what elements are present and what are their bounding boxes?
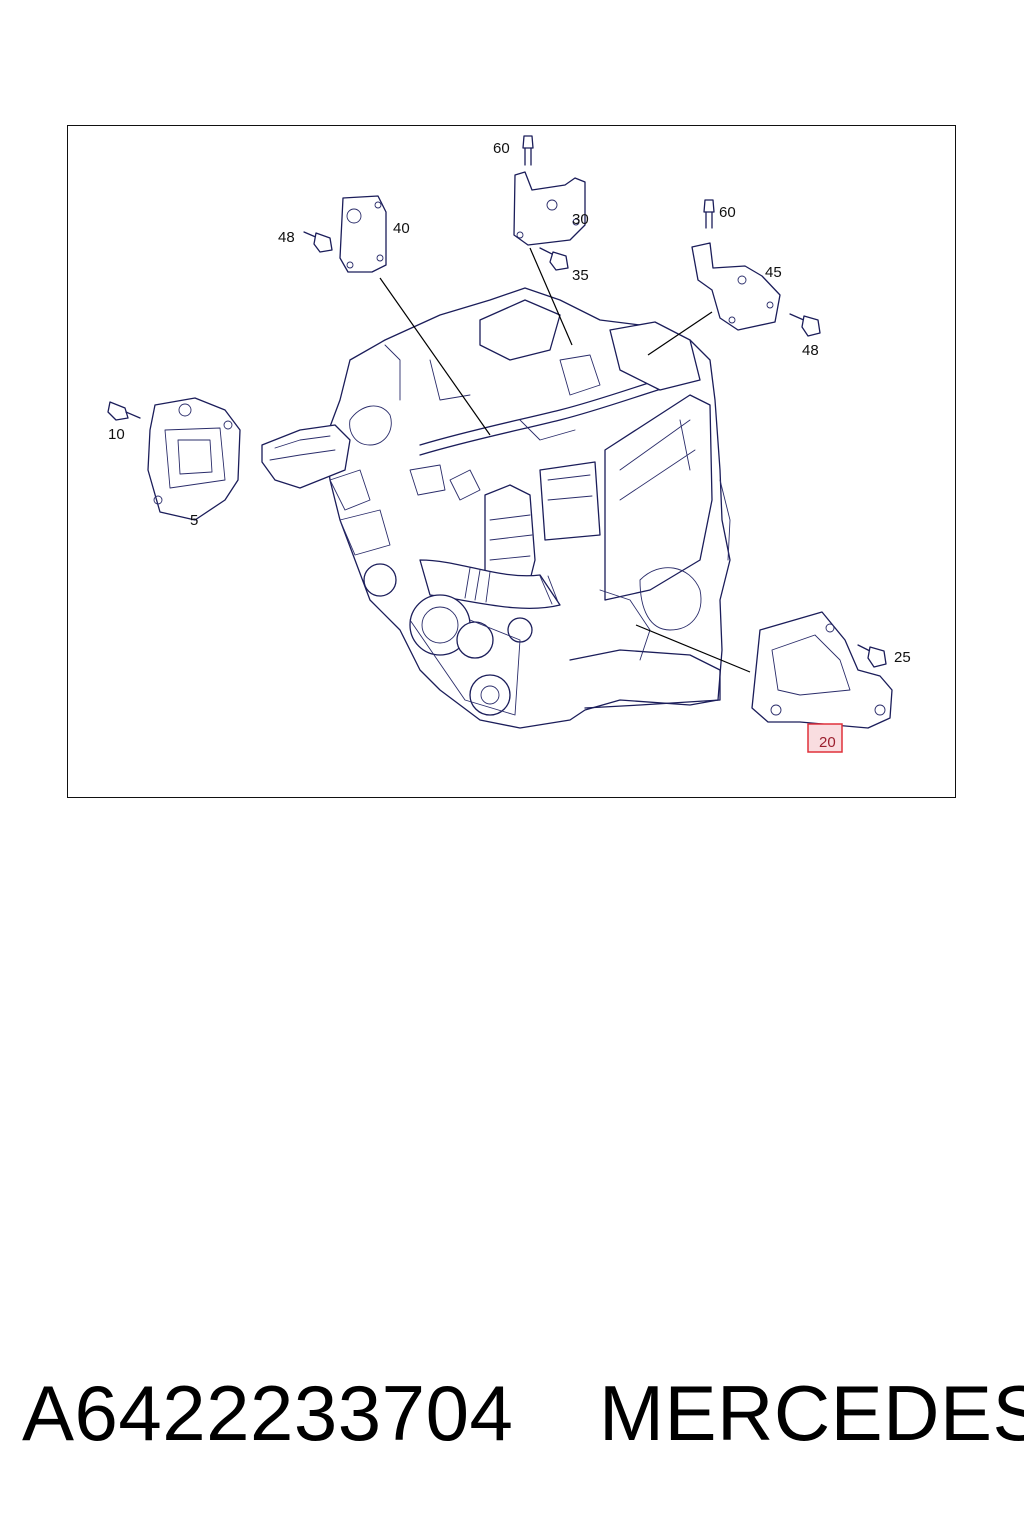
callout-60-right: 60 [719,204,736,221]
callout-20-highlighted: 20 [819,734,836,751]
callout-30: 30 [572,211,589,228]
callout-40: 40 [393,220,410,237]
brand-name: MERCEDES [599,1369,1024,1457]
callout-45: 45 [765,264,782,281]
part-48-bolt-upper [303,231,333,253]
leader-lines [379,247,751,673]
callout-5: 5 [190,512,198,529]
product-caption: A6422233704 MERCEDES [22,1368,1024,1478]
callout-48-upper: 48 [278,229,295,246]
part-35-bolt [539,247,569,271]
part-20-engine-mount [751,611,893,729]
part-40-bracket [339,195,387,273]
part-10-bolt [107,401,141,421]
part-number: A6422233704 [22,1369,514,1457]
callout-60-top: 60 [493,140,510,157]
callout-25: 25 [894,649,911,666]
engine-assembly [261,287,731,729]
part-60-stud-right [703,199,715,229]
callout-35: 35 [572,267,589,284]
highlight-box-20 [807,723,843,753]
part-25-bolt [857,644,887,668]
callout-48-lower: 48 [802,342,819,359]
callout-labels: 60 60 40 48 30 35 45 48 10 5 25 20 [108,140,911,753]
part-48-bolt-lower [789,313,821,337]
part-45-bracket [691,242,781,331]
part-60-stud-top [522,135,534,166]
callout-10: 10 [108,426,125,443]
part-30-bracket [513,171,586,246]
part-5-housing [147,397,241,521]
